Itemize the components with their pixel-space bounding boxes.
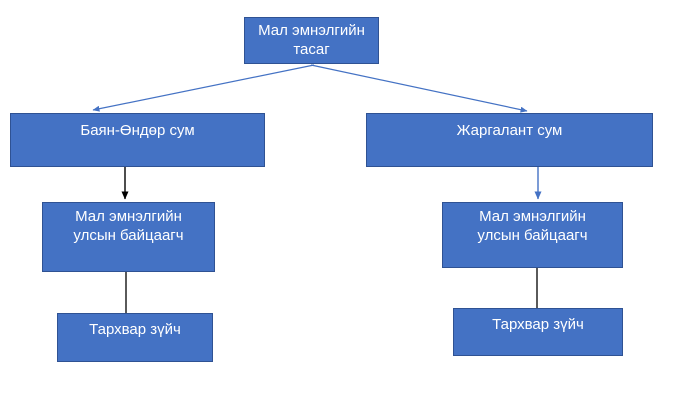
node-epidemiologist-left-label: Тархвар зүйч <box>89 321 181 338</box>
node-inspector-right-label-line2: улсын байцаагч <box>477 227 588 244</box>
connector-department-to-bayan-ondor <box>92 64 315 112</box>
node-jargalant-sum: Жаргалант сум <box>366 113 653 167</box>
node-bayan-ondor-sum-label: Баян-Өндөр сум <box>80 122 195 139</box>
node-department: Мал эмнэлгийн тасаг <box>244 17 379 64</box>
node-jargalant-sum-label: Жаргалант сум <box>456 122 563 139</box>
node-inspector-right: Мал эмнэлгийн улсын байцаагч <box>442 202 623 268</box>
node-inspector-left-label-line1: Мал эмнэлгийн <box>75 208 182 225</box>
node-epidemiologist-right-label: Тархвар зүйч <box>492 316 584 333</box>
node-department-label-line1: Мал эмнэлгийн <box>258 22 365 39</box>
connector-department-to-jargalant <box>310 64 528 113</box>
node-epidemiologist-left: Тархвар зүйч <box>57 313 213 362</box>
node-epidemiologist-right: Тархвар зүйч <box>453 308 623 356</box>
node-inspector-left: Мал эмнэлгийн улсын байцаагч <box>42 202 215 272</box>
node-inspector-left-label-line2: улсын байцаагч <box>73 227 184 244</box>
node-department-label-line2: тасаг <box>293 41 330 58</box>
node-bayan-ondor-sum: Баян-Өндөр сум <box>10 113 265 167</box>
node-inspector-right-label-line1: Мал эмнэлгийн <box>479 208 586 225</box>
